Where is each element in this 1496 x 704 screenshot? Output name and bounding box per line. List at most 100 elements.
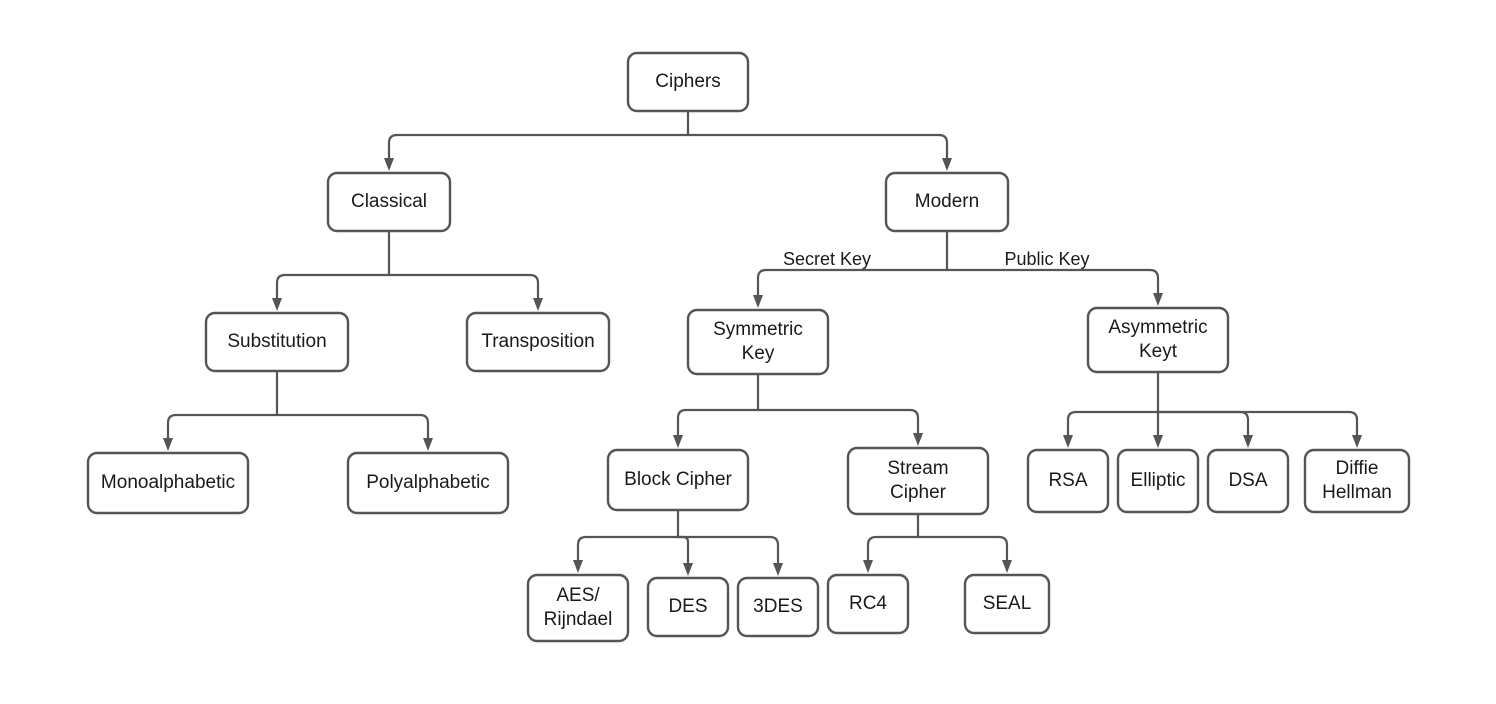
node-polyalphabetic[interactable]: Polyalphabetic [346, 451, 510, 515]
edge-arrowhead [1243, 435, 1253, 448]
edge-ciphers-to-classical [387, 133, 690, 160]
edge-arrowhead [1002, 560, 1012, 573]
node-box-rc4[interactable] [826, 573, 910, 635]
edge-arrowhead [533, 298, 543, 311]
node-modern[interactable]: Modern [884, 171, 1010, 233]
node-classical[interactable]: Classical [326, 171, 452, 233]
node-ciphers[interactable]: Ciphers [626, 51, 750, 113]
edge-stream_cipher-to-rc4 [866, 535, 920, 562]
edge-arrowhead [423, 438, 433, 451]
edge-arrowhead [163, 438, 173, 451]
edge-arrowhead [1153, 293, 1163, 306]
node-label-stream_cipher: Stream [887, 458, 948, 479]
node-label-classical: Classical [351, 191, 427, 212]
edge-arrowhead [913, 433, 923, 446]
edge-stream_cipher-to-seal [916, 535, 1009, 562]
edge-substitution-to-monoalphabetic [166, 413, 279, 440]
edge-arrowhead [673, 435, 683, 448]
node-substitution[interactable]: Substitution [204, 311, 350, 373]
node-label-elliptic: Elliptic [1131, 470, 1186, 491]
node-box-3des[interactable] [736, 576, 820, 638]
node-box-dsa[interactable] [1206, 448, 1290, 514]
node-label-3des: 3DES [753, 596, 803, 617]
edge-classical-to-substitution [275, 273, 391, 300]
edge-arrowhead [942, 158, 952, 171]
edge-arrowhead [272, 298, 282, 311]
node-label-transposition: Transposition [481, 331, 594, 352]
node-monoalphabetic[interactable]: Monoalphabetic [86, 451, 250, 515]
label-public-key: Public Key [1004, 249, 1089, 269]
edge-asymmetric-to-diffie [1156, 410, 1359, 437]
edge-asymmetric-to-rsa [1066, 410, 1160, 437]
edge-modern-to-asymmetric [945, 268, 1160, 295]
edge-block_cipher-to-aes [576, 535, 680, 562]
edge-arrowhead [773, 563, 783, 576]
node-aes[interactable]: AES/Rijndael [526, 573, 630, 643]
node-box-transposition[interactable] [465, 311, 611, 373]
node-rsa[interactable]: RSA [1026, 448, 1110, 514]
node-rc4[interactable]: RC4 [826, 573, 910, 635]
node-box-monoalphabetic[interactable] [86, 451, 250, 515]
node-box-seal[interactable] [963, 573, 1051, 635]
node-transposition[interactable]: Transposition [465, 311, 611, 373]
node-label-rc4: RC4 [849, 593, 887, 614]
node-label-aes: AES/ [556, 585, 600, 606]
node-box-asymmetric[interactable] [1086, 306, 1230, 374]
node-label-monoalphabetic: Monoalphabetic [101, 472, 235, 493]
node-label-block_cipher: Block Cipher [624, 469, 732, 490]
edge-ciphers-to-modern [686, 133, 949, 160]
label-secret-key: Secret Key [783, 249, 871, 269]
node-label-symmetric: Symmetric [713, 319, 803, 340]
node-label-diffie: Diffie [1336, 458, 1379, 479]
node-box-classical[interactable] [326, 171, 452, 233]
node-box-rsa[interactable] [1026, 448, 1110, 514]
edge-arrowhead [753, 295, 763, 308]
node-box-diffie[interactable] [1303, 448, 1411, 514]
node-label-stream_cipher: Cipher [890, 482, 947, 503]
node-box-stream_cipher[interactable] [846, 446, 990, 516]
node-label-symmetric: Key [742, 343, 775, 364]
node-label-diffie: Hellman [1322, 482, 1392, 503]
node-elliptic[interactable]: Elliptic [1116, 448, 1200, 514]
edge-arrowhead [683, 563, 693, 576]
edge-arrowhead [863, 560, 873, 573]
node-label-ciphers: Ciphers [655, 71, 720, 92]
node-box-symmetric[interactable] [686, 308, 830, 376]
node-box-ciphers[interactable] [626, 51, 750, 113]
node-dsa[interactable]: DSA [1206, 448, 1290, 514]
edge-classical-to-transposition [387, 273, 540, 300]
node-label-dsa: DSA [1228, 470, 1267, 491]
node-box-des[interactable] [646, 576, 730, 638]
edge-arrowhead [573, 560, 583, 573]
node-des[interactable]: DES [646, 576, 730, 638]
edge-substitution-to-polyalphabetic [275, 413, 430, 440]
edges-layer [163, 109, 1362, 576]
node-seal[interactable]: SEAL [963, 573, 1051, 635]
node-label-seal: SEAL [983, 593, 1032, 614]
node-label-substitution: Substitution [227, 331, 326, 352]
node-box-aes[interactable] [526, 573, 630, 643]
edge-arrowhead [1352, 435, 1362, 448]
node-box-substitution[interactable] [204, 311, 350, 373]
edge-block_cipher-to-3des [676, 535, 780, 565]
node-3des[interactable]: 3DES [736, 576, 820, 638]
edge-labels-layer: Secret Key Public Key [783, 249, 1090, 269]
node-box-polyalphabetic[interactable] [346, 451, 510, 515]
edge-arrowhead [1063, 435, 1073, 448]
node-label-asymmetric: Asymmetric [1108, 317, 1207, 338]
node-label-asymmetric: Keyt [1139, 341, 1178, 362]
node-label-des: DES [668, 596, 707, 617]
edge-arrowhead [1153, 435, 1163, 448]
node-block_cipher[interactable]: Block Cipher [606, 448, 750, 512]
edge-arrowhead [384, 158, 394, 171]
node-box-elliptic[interactable] [1116, 448, 1200, 514]
node-box-block_cipher[interactable] [606, 448, 750, 512]
node-box-modern[interactable] [884, 171, 1010, 233]
node-label-aes: Rijndael [544, 609, 613, 630]
